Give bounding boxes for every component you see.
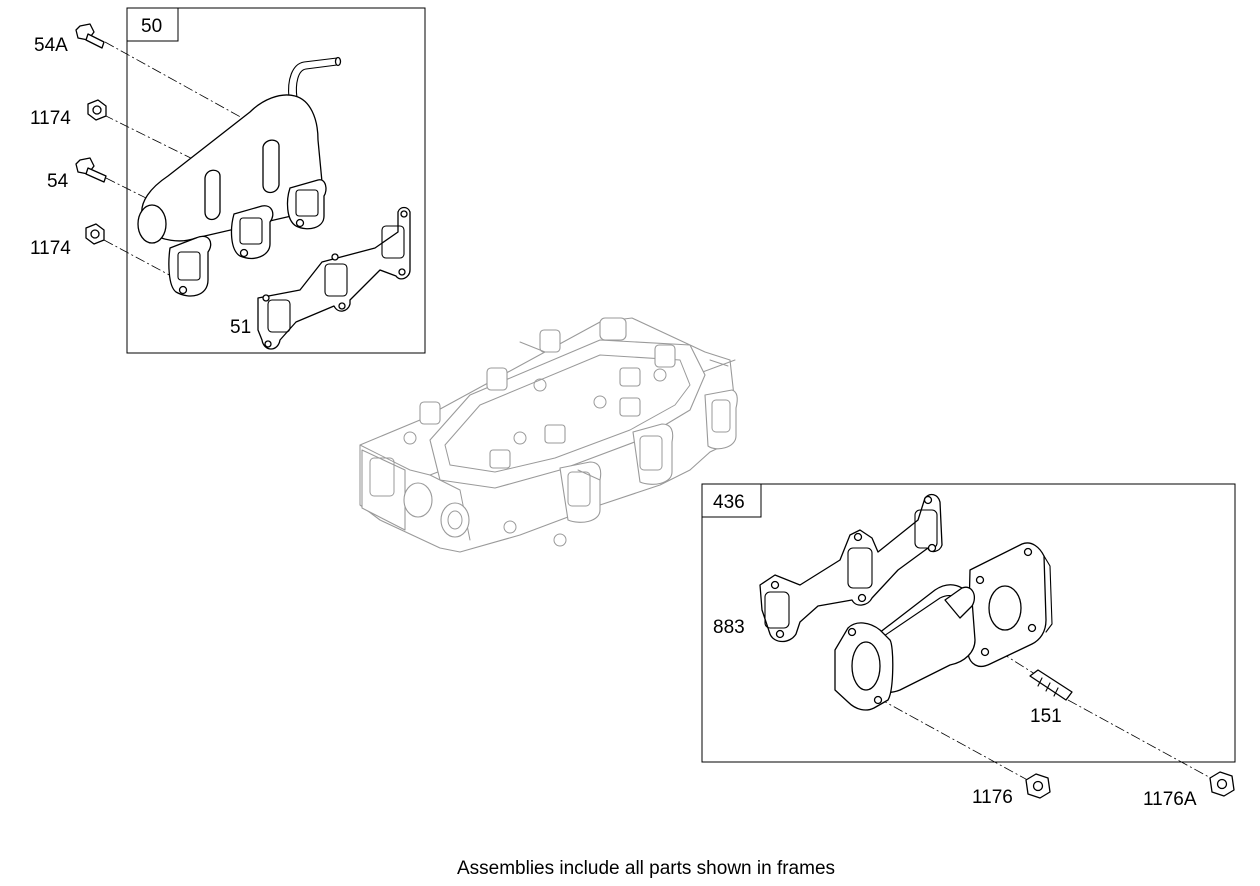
nut-1174-lower [85,223,105,245]
nut-1174-upper [87,99,107,121]
exhaust-elbow [834,542,1053,711]
cylinder-head [359,317,738,553]
manifold-gasket [257,206,411,350]
nut-1176 [1025,773,1051,799]
elbow-gasket [759,493,943,643]
frame-50-label: 50 [141,16,162,37]
callout-1176: 1176 [972,787,1013,808]
stud-151 [1029,669,1073,701]
frame-436-label: 436 [713,492,745,513]
callout-1176a: 1176A [1143,789,1197,810]
diagram-caption: Assemblies include all parts shown in fr… [457,858,835,879]
callout-1174-lower: 1174 [30,238,71,259]
callout-51: 51 [230,317,251,338]
bolt-54a [75,23,105,49]
frame-50: 50 [126,7,426,354]
callout-54a: 54A [34,35,68,56]
callout-1174-upper: 1174 [30,108,71,129]
callout-54: 54 [47,171,69,192]
nut-1176a [1209,771,1235,797]
frame-436: 436 [701,483,1236,763]
exhaust-manifold [137,56,342,297]
callout-883: 883 [713,617,745,638]
callout-151: 151 [1030,706,1062,727]
bolt-54 [75,157,107,183]
